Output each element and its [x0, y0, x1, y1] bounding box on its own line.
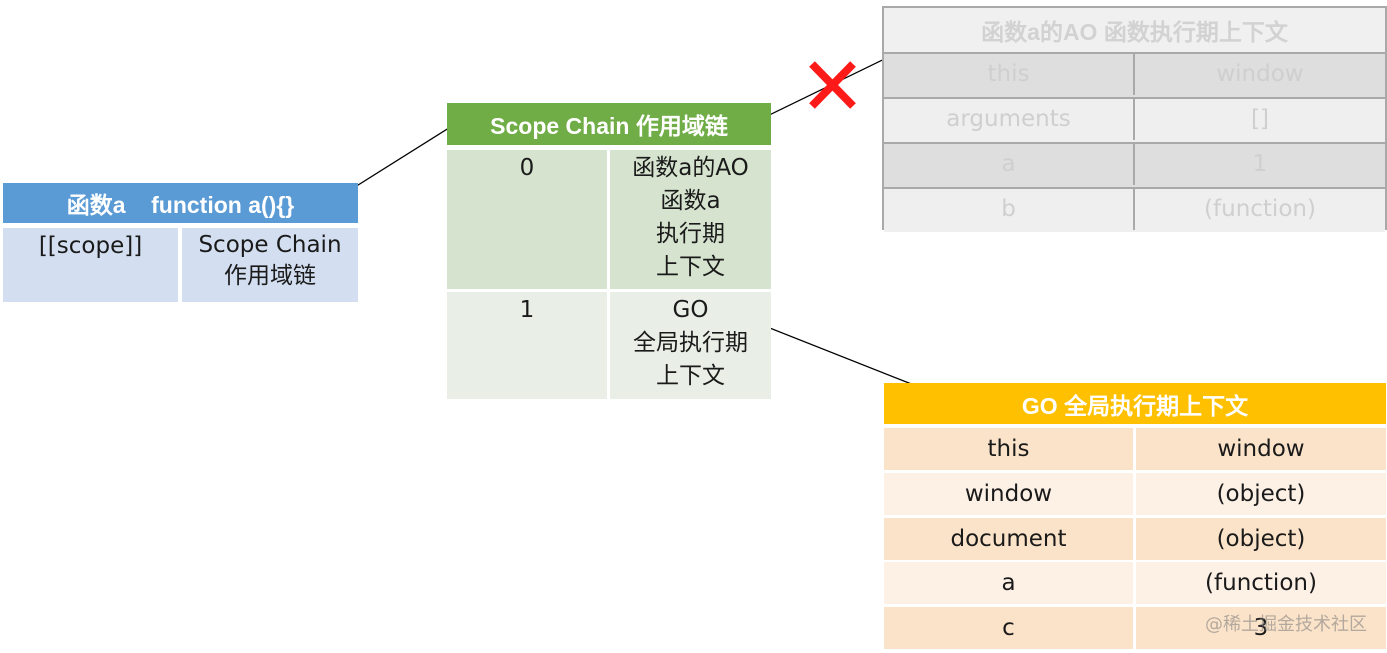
go-key: c: [884, 607, 1133, 649]
function-scope-value: Scope Chain 作用域链: [182, 228, 358, 302]
function-table-header: 函数a function a(){}: [3, 183, 358, 223]
ao-row: a 1: [884, 142, 1385, 187]
ao-key: arguments: [884, 99, 1135, 140]
scope-chain-index-0: 0: [447, 150, 607, 289]
ao-table: 函数a的AO 函数执行期上下文 this window arguments []…: [882, 6, 1387, 232]
ao-row: b (function): [884, 187, 1385, 232]
ao-table-title: 函数a的AO 函数执行期上下文: [981, 19, 1288, 45]
function-table-title: 函数a function a(){}: [66, 192, 295, 218]
go-key: this: [884, 428, 1133, 470]
scope-chain-value-0: 函数a的AO 函数a 执行期 上下文: [610, 150, 771, 289]
scope-chain-title: Scope Chain 作用域链: [490, 113, 728, 139]
ao-value: (function): [1204, 196, 1316, 222]
go-key: document: [884, 518, 1133, 560]
ao-row: this window: [884, 52, 1385, 97]
go-key: window: [884, 473, 1133, 515]
ao-value: window: [1216, 61, 1304, 87]
go-value: window: [1136, 428, 1386, 470]
go-table-header: GO 全局执行期上下文: [884, 383, 1386, 424]
watermark: @稀土掘金技术社区: [1205, 614, 1367, 635]
ao-table-header: 函数a的AO 函数执行期上下文: [884, 8, 1385, 52]
ao-key: b: [884, 189, 1135, 230]
ao-key: a: [884, 144, 1135, 185]
red-x-icon: [809, 61, 856, 109]
go-value: (object): [1136, 518, 1386, 560]
ao-key: this: [884, 54, 1135, 95]
scope-chain-header: Scope Chain 作用域链: [447, 103, 771, 145]
ao-value: 1: [1252, 151, 1268, 177]
function-scope-key: [[scope]]: [3, 228, 178, 302]
go-value: (function): [1136, 562, 1386, 604]
go-table-title: GO 全局执行期上下文: [1021, 392, 1249, 419]
ao-row: arguments []: [884, 97, 1385, 142]
scope-chain-index-1: 1: [447, 292, 607, 399]
go-value: 3: [1136, 607, 1386, 649]
go-key: a: [884, 562, 1133, 604]
go-value: (object): [1136, 473, 1386, 515]
ao-value: []: [1251, 106, 1269, 132]
scope-chain-value-1: GO 全局执行期 上下文: [610, 292, 771, 399]
